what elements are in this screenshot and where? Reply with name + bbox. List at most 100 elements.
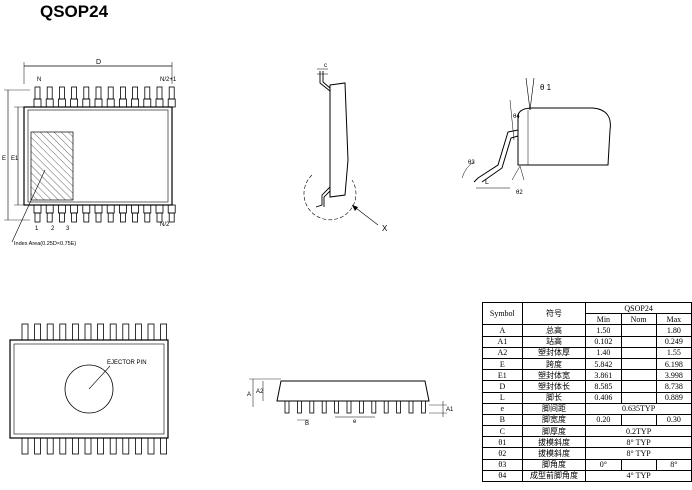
lead-pin-shoulder bbox=[167, 98, 176, 108]
table-cell: 塑封体宽 bbox=[521, 369, 587, 382]
package-body-inner bbox=[27, 109, 169, 203]
table-cell: L bbox=[482, 391, 523, 404]
lead-pin-shoulder bbox=[106, 204, 115, 214]
lead-pin bbox=[168, 86, 175, 100]
bottom-lead-pin bbox=[46, 323, 54, 341]
dim-A-label: A bbox=[247, 392, 251, 398]
table-cell: 拔模斜度 bbox=[521, 436, 587, 449]
header-package: QSOP24 bbox=[585, 301, 692, 315]
lead-pin bbox=[83, 86, 90, 100]
lead-pin bbox=[83, 212, 90, 223]
header-nom: Nom bbox=[620, 313, 657, 326]
lead-pin bbox=[71, 212, 77, 223]
lead-pin bbox=[156, 212, 163, 223]
bottom-view-drawing: EJECTOR PIN bbox=[9, 323, 169, 455]
lead-pin bbox=[71, 86, 77, 100]
lead-pin bbox=[34, 86, 41, 100]
front-lead-pin bbox=[359, 400, 364, 414]
bottom-lead-pin bbox=[34, 323, 41, 341]
lead-pin-shoulder bbox=[143, 204, 152, 214]
bottom-lead-pin bbox=[97, 437, 104, 455]
dim-E-label: E bbox=[2, 156, 6, 162]
bottom-lead-pin bbox=[160, 437, 168, 455]
table-cell: A2 bbox=[482, 346, 523, 359]
table-cell: 8° TYP bbox=[585, 447, 692, 460]
bottom-lead-pin bbox=[109, 437, 117, 455]
lead-pin-shoulder bbox=[58, 204, 66, 214]
lead-pin-shoulder bbox=[33, 204, 42, 214]
pin-number-3: 3 bbox=[66, 226, 70, 232]
front-body bbox=[276, 380, 430, 402]
lead-pin-shoulder bbox=[70, 204, 78, 214]
profile-lead-bottom bbox=[315, 186, 331, 208]
lead-pin-shoulder bbox=[33, 98, 42, 108]
table-cell: 8° TYP bbox=[585, 436, 692, 449]
lead-pin-shoulder bbox=[131, 204, 140, 214]
ejector-pin-label: EJECTOR PIN bbox=[107, 360, 147, 366]
front-lead-pin bbox=[346, 400, 352, 414]
table-cell: θ3 bbox=[482, 458, 523, 471]
dim-A1-label: A1 bbox=[446, 407, 454, 413]
lead-pin bbox=[46, 212, 53, 223]
header-max: Max bbox=[655, 313, 692, 326]
table-cell: A bbox=[482, 324, 523, 337]
detail-lead bbox=[473, 129, 519, 183]
lead-pin bbox=[144, 86, 151, 100]
lead-pin bbox=[59, 86, 65, 100]
lead-pin-shoulder bbox=[155, 98, 164, 108]
dim-A2-label: A2 bbox=[256, 389, 264, 395]
table-cell: 1.50 bbox=[585, 324, 622, 337]
front-lead-pin bbox=[396, 400, 402, 414]
dim-D-label: D bbox=[96, 59, 101, 66]
pin-N2-plus1-label: N/2+1 bbox=[160, 77, 177, 83]
lead-pin bbox=[144, 212, 151, 223]
front-lead-pin bbox=[383, 400, 389, 414]
pin-N-label: N bbox=[37, 77, 41, 83]
lead-pin-shoulder bbox=[143, 98, 152, 108]
table-cell: D bbox=[482, 380, 523, 393]
lead-pin bbox=[120, 86, 126, 100]
bottom-lead-pin bbox=[59, 437, 67, 455]
front-lead-pin bbox=[321, 400, 327, 414]
bottom-lead-pin bbox=[134, 323, 142, 341]
bottom-body-inner bbox=[13, 343, 165, 435]
lead-pin-shoulder bbox=[82, 204, 91, 214]
table-cell: 0.102 bbox=[585, 335, 622, 348]
top-view-drawing: D N N/2+1 E E1 1 2 3 N/2 Index Area(0.25… bbox=[2, 59, 177, 247]
bottom-lead-pin bbox=[160, 323, 168, 341]
bottom-lead-pin bbox=[72, 323, 79, 341]
table-cell: 塑封体厚 bbox=[521, 346, 587, 359]
front-lead-pin bbox=[420, 400, 426, 414]
lead-pin bbox=[46, 86, 53, 100]
table-cell: 8.585 bbox=[585, 380, 622, 393]
table-cell: 0.635TYP bbox=[585, 402, 692, 415]
header-name: 符号 bbox=[521, 301, 587, 326]
lead-pin-shoulder bbox=[45, 98, 54, 108]
bottom-lead-pin bbox=[147, 437, 155, 455]
table-cell: 1.80 bbox=[655, 324, 692, 337]
bottom-lead-pin bbox=[21, 437, 29, 455]
bottom-lead-pin bbox=[34, 437, 41, 455]
lead-pin bbox=[107, 86, 114, 100]
front-lead-pin bbox=[371, 400, 377, 414]
table-cell bbox=[620, 380, 657, 393]
table-cell: C bbox=[482, 425, 523, 438]
front-lead-pin bbox=[334, 400, 339, 414]
table-cell: E1 bbox=[482, 369, 523, 382]
table-cell: 6.198 bbox=[655, 357, 692, 371]
front-view-drawing: A A2 A1 B e bbox=[247, 378, 454, 427]
side-profile-drawing: c X bbox=[303, 63, 388, 233]
lead-pin bbox=[132, 212, 139, 223]
table-cell: 脚厚度 bbox=[521, 425, 587, 438]
table-cell: 脚角度 bbox=[521, 458, 587, 471]
table-cell: 0.889 bbox=[655, 391, 692, 404]
table-cell: 总高 bbox=[521, 324, 587, 337]
table-cell: 成型前脚角度 bbox=[521, 469, 587, 483]
